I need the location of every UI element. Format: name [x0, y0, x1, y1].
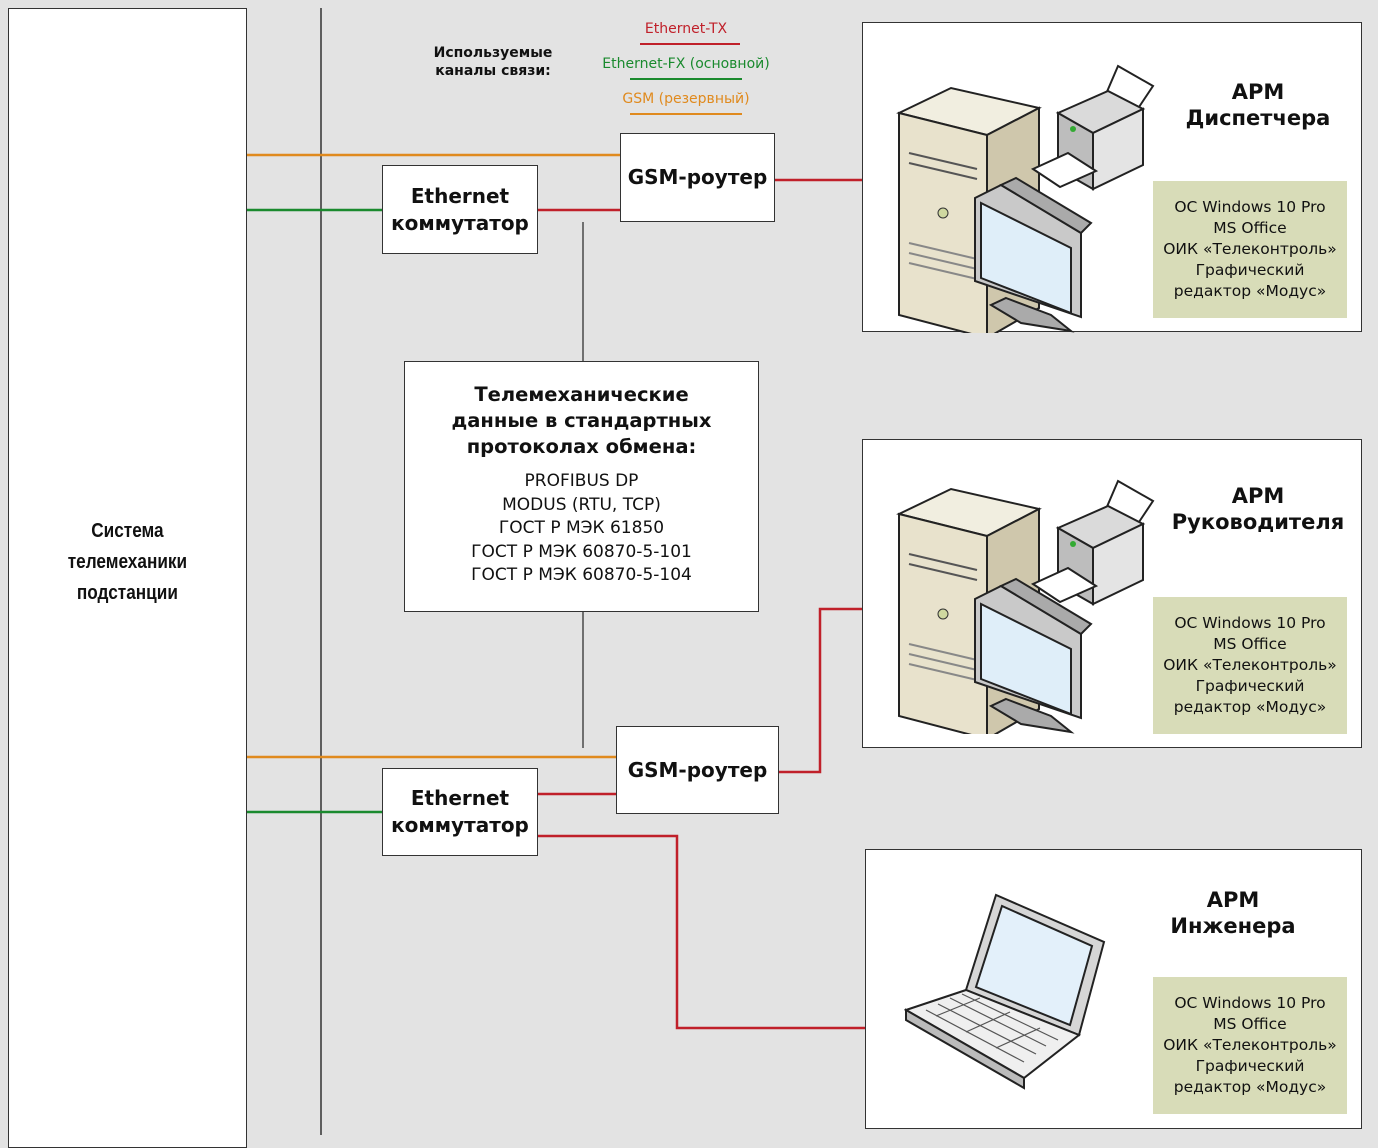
workstation-dispatcher: АРМ Диспетчера ОС Windows 10 Pro MS Offi… [862, 22, 1362, 340]
tx-line-router-arm2 [779, 607, 895, 774]
gsm-router-top: GSM-роутер [620, 133, 775, 222]
legend-ethernet-tx-line [640, 43, 740, 45]
desktop-computer-icon [891, 53, 1161, 340]
workstation-engineer-title-line2: Инженера [1170, 914, 1296, 938]
printer-icon [1028, 476, 1158, 620]
gsm-router-bottom: GSM-роутер [616, 726, 779, 814]
substation-label-line1: Система [91, 519, 164, 542]
software-item: ОС Windows 10 Pro [1174, 994, 1326, 1012]
workstation-engineer: АРМ Инженера ОС Windows 10 Pro MS Office… [865, 849, 1362, 1129]
software-item: редактор «Модус» [1173, 1078, 1327, 1096]
legend-heading-line1: Используемые [433, 45, 553, 61]
workstation-manager-title-line2: Руководителя [1171, 510, 1345, 534]
protocol-title: Телемеханические данные в стандартных пр… [405, 382, 758, 460]
software-item: MS Office [1213, 635, 1287, 653]
workstation-engineer-title-line1: АРМ [1206, 888, 1260, 912]
tx-line-switch-arm3 [538, 834, 910, 1030]
legend-ethernet-fx: Ethernet-FX (основной) [602, 56, 770, 72]
software-item: ОС Windows 10 Pro [1174, 614, 1326, 632]
printer-icon [1028, 61, 1158, 205]
software-item: ОИК «Телеконтроль» [1163, 656, 1337, 674]
software-item: редактор «Модус» [1173, 282, 1327, 300]
workstation-dispatcher-title-line1: АРМ [1231, 80, 1285, 104]
software-panel: ОС Windows 10 Pro MS Office ОИК «Телекон… [1153, 181, 1347, 318]
protocol-title-line1: Телемеханические [474, 383, 689, 406]
software-item: MS Office [1213, 1015, 1287, 1033]
router-bottom-label: GSM-роутер [627, 757, 768, 782]
software-item: редактор «Модус» [1173, 698, 1327, 716]
protocol-title-line3: протоколах обмена: [466, 435, 697, 458]
switch-bottom-line1: Ethernet [410, 786, 510, 810]
protocol-title-line2: данные в стандартных [451, 409, 712, 432]
workstation-manager-title: АРМ Руководителя [1163, 483, 1353, 535]
protocol-list: PROFIBUS DP MODUS (RTU, TCP) ГОСТ Р МЭК … [405, 470, 758, 588]
laptop-icon [903, 890, 1114, 1094]
software-item: MS Office [1213, 219, 1287, 237]
software-item: ОИК «Телеконтроль» [1163, 240, 1337, 258]
protocol-box: Телемеханические данные в стандартных пр… [404, 361, 759, 612]
substation-label-line3: подстанции [76, 581, 179, 604]
switch-top-line1: Ethernet [410, 183, 510, 208]
legend-ethernet-tx: Ethernet-TX [644, 21, 728, 37]
protocol-item: PROFIBUS DP [524, 471, 639, 491]
switch-bottom-line2: коммутатор [391, 813, 529, 837]
legend-gsm: GSM (резервный) [622, 91, 750, 107]
software-item: ОС Windows 10 Pro [1174, 198, 1326, 216]
substation-label-line2: телемеханики [67, 550, 188, 573]
substation-label: Система телемеханики подстанции [68, 516, 187, 609]
workstation-manager: АРМ Руководителя ОС Windows 10 Pro MS Of… [862, 439, 1362, 748]
substation-box: Система телемеханики подстанции [8, 8, 247, 1148]
protocol-item: MODUS (RTU, TCP) [502, 494, 661, 515]
desktop-computer-icon [891, 454, 1161, 741]
workstation-manager-title-line1: АРМ [1231, 484, 1285, 508]
router-top-label: GSM-роутер [627, 165, 768, 189]
software-item: Графический [1195, 261, 1305, 279]
legend-ethernet-fx-line [630, 78, 742, 80]
ethernet-switch-top: Ethernet коммутатор [382, 165, 538, 254]
software-panel: ОС Windows 10 Pro MS Office ОИК «Телекон… [1153, 597, 1347, 734]
legend-heading: Используемые каналы связи: [418, 44, 568, 80]
software-item: Графический [1195, 677, 1305, 695]
protocol-item: ГОСТ Р МЭК 60870-5-101 [471, 541, 692, 562]
legend-heading-line2: каналы связи: [435, 63, 551, 79]
workstation-dispatcher-title: АРМ Диспетчера [1163, 79, 1353, 131]
protocol-item: ГОСТ Р МЭК 61850 [498, 518, 665, 538]
switch-top-line2: коммутатор [391, 210, 529, 235]
workstation-dispatcher-title-line2: Диспетчера [1185, 106, 1331, 130]
ethernet-switch-bottom: Ethernet коммутатор [382, 768, 538, 856]
software-panel: ОС Windows 10 Pro MS Office ОИК «Телекон… [1153, 977, 1347, 1114]
software-item: ОИК «Телеконтроль» [1163, 1036, 1337, 1054]
workstation-engineer-title: АРМ Инженера [1138, 887, 1328, 939]
legend-gsm-line [630, 113, 742, 115]
software-item: Графический [1195, 1057, 1305, 1075]
protocol-item: ГОСТ Р МЭК 60870-5-104 [471, 565, 692, 585]
